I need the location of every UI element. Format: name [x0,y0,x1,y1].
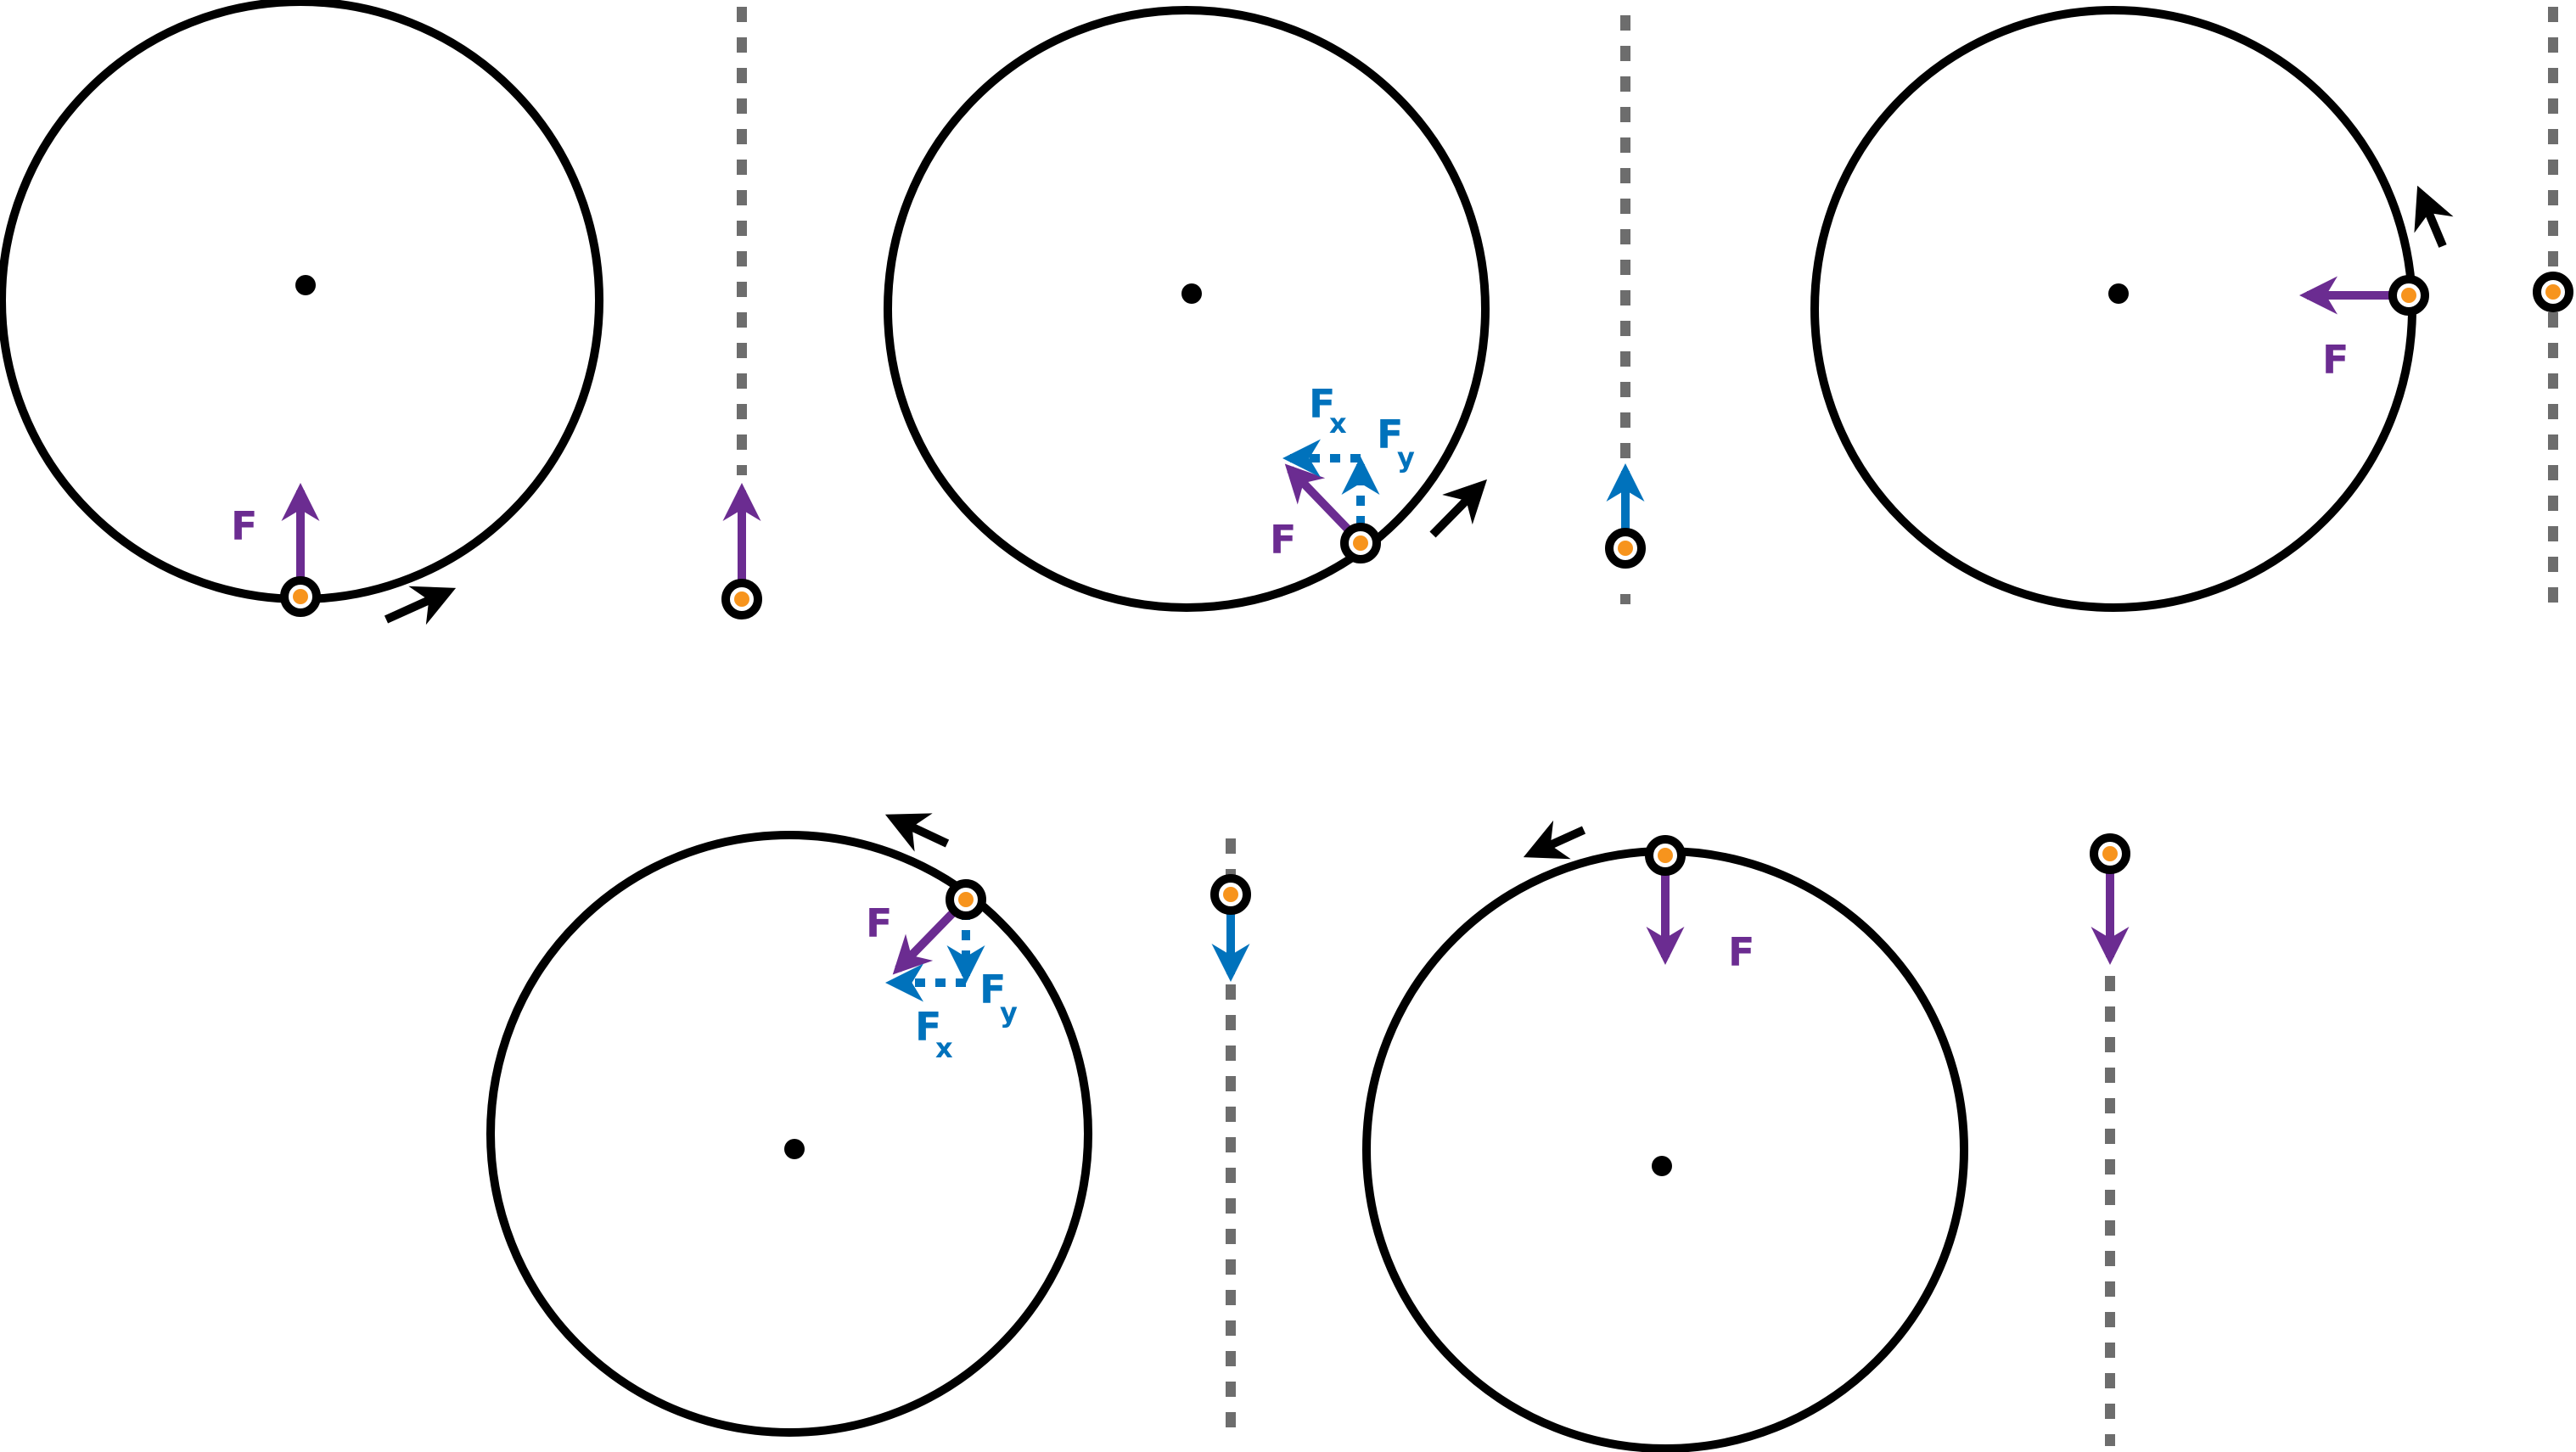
force-label: F [1270,517,1296,563]
force-label: F [2322,337,2349,383]
circle-path [1810,6,2416,612]
circle-center [295,275,316,295]
fx-subscript: x [1329,407,1347,440]
velocity-arrow [1523,820,1586,860]
fx-subscript: x [935,1032,953,1064]
circle-center [2108,283,2129,304]
force-label: F [1728,929,1754,975]
particle [280,576,321,617]
panel-bottom: F [0,0,762,625]
circle-path [884,6,1490,612]
fx-label: F [1309,381,1335,427]
force-label: F [231,503,257,549]
circle-center [1652,1156,1672,1176]
circle-center [784,1139,805,1159]
fy-subscript: y [1000,996,1018,1029]
projected-particle [1210,874,1251,915]
velocity-arrow [2414,185,2454,248]
panel-upper-right: F F y F x [486,813,1251,1437]
particle [946,879,986,920]
panel-lower-right: F F x F y [884,6,1646,612]
panel-right: F [1810,6,2573,612]
force-arrow [1284,463,1361,543]
projected-particle [721,579,762,619]
fy-label: F [1377,412,1403,457]
fy-subscript: y [1397,441,1415,474]
velocity-arrow [884,813,950,852]
velocity-arrow [1429,479,1488,538]
velocity-arrow [384,586,457,625]
fy-label: F [979,967,1006,1012]
panel-top: F [1362,820,2130,1452]
projected-particle [2533,272,2573,312]
fx-label: F [915,1004,941,1050]
particle [1340,523,1381,563]
circle-path [486,831,1092,1437]
particle [1645,835,1686,876]
projected-particle [1605,528,1646,569]
force-label: F [866,900,892,946]
projected-particle [2090,833,2130,874]
particle [2388,275,2429,316]
circle-center [1181,283,1202,304]
